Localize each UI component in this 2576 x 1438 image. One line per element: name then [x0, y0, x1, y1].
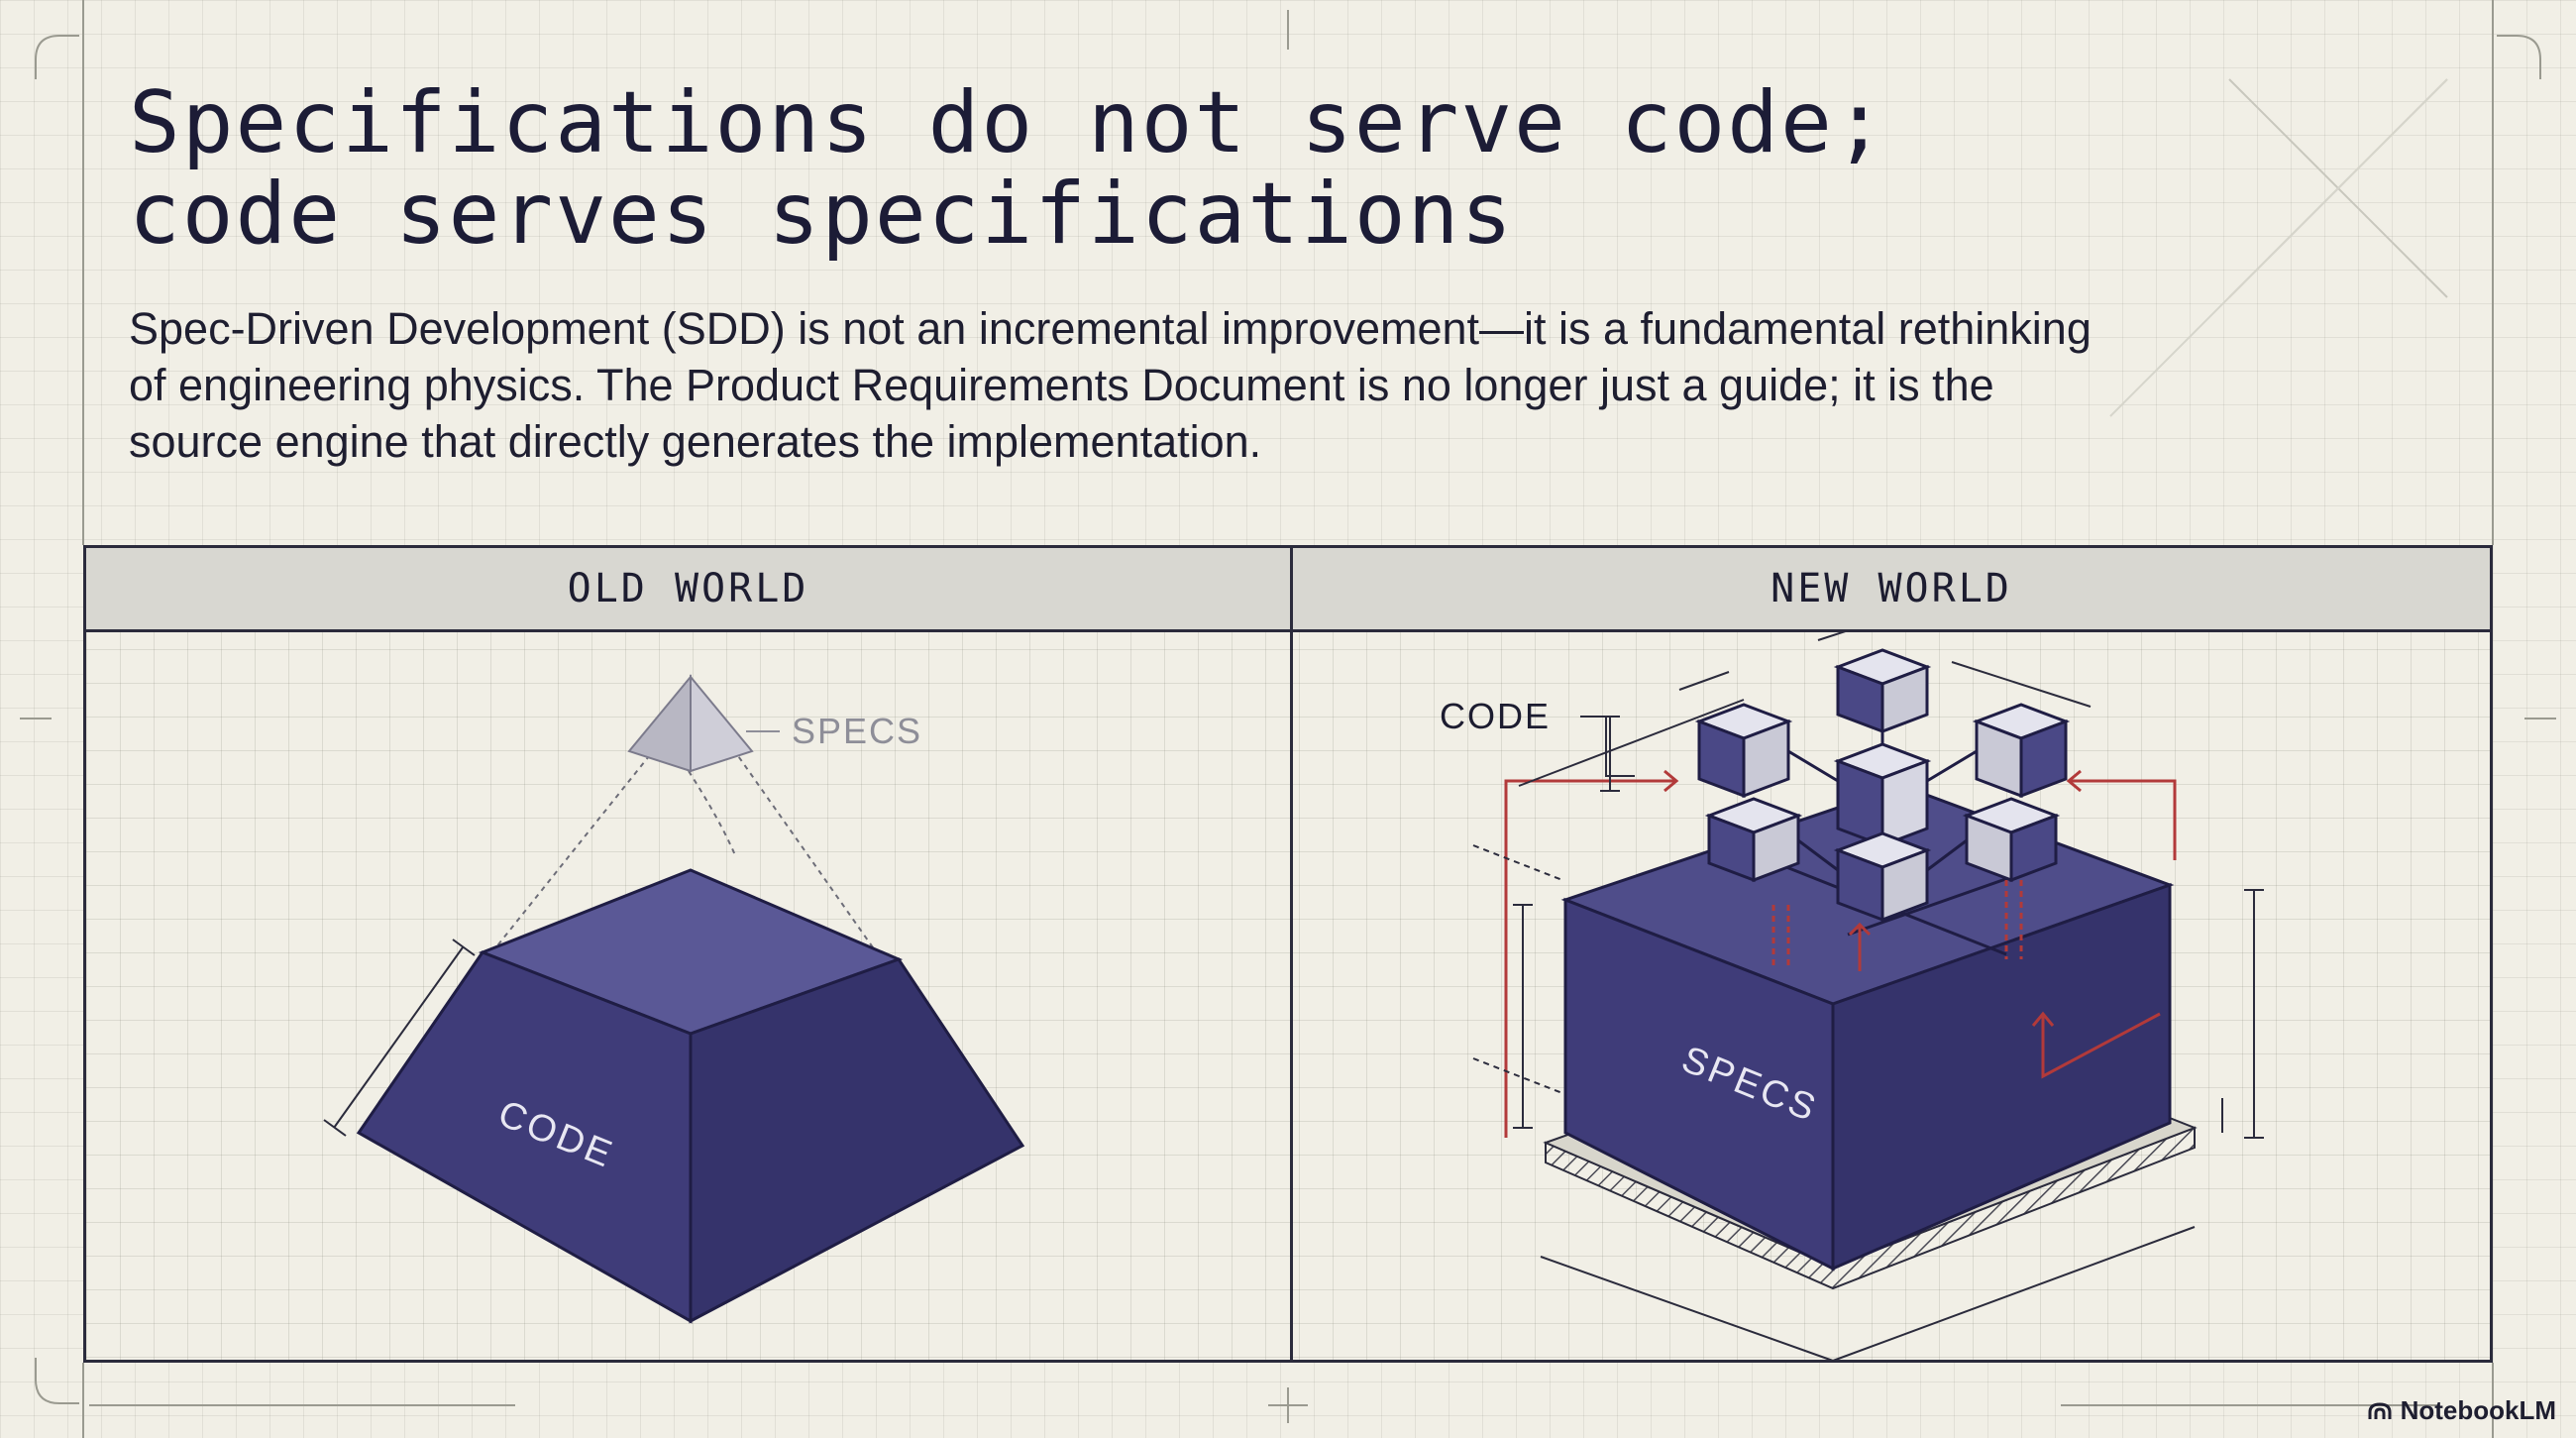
brand-mark: NotebookLM — [2367, 1395, 2556, 1426]
red-flow-arrows — [1504, 769, 2177, 1138]
notebooklm-logo-icon — [2368, 1401, 2392, 1419]
code-cube-cluster — [1694, 648, 2071, 923]
new-world-header: NEW WORLD — [1293, 548, 2490, 632]
brand-name: NotebookLM — [2400, 1395, 2556, 1425]
old-world-header: OLD WORLD — [86, 548, 1290, 632]
page-title: Specifications do not serve code; code s… — [129, 77, 1887, 260]
new-world-panel: NEW WORLD SPECS — [1293, 548, 2490, 1362]
title-line-1: Specifications do not serve code; — [129, 73, 1887, 172]
specs-pyramid — [627, 674, 754, 773]
new-world-illustration: SPECS — [1440, 632, 2264, 1362]
old-world-illustration: SPECS CODE — [323, 674, 1025, 1324]
old-specs-label: SPECS — [792, 711, 922, 751]
old-world-panel: OLD WORLD SPECS — [86, 548, 1293, 1360]
comparison-panels: OLD WORLD SPECS — [83, 545, 2493, 1363]
code-leader-line — [1580, 716, 1635, 777]
new-code-label: CODE — [1440, 696, 1551, 736]
page-subtitle: Spec-Driven Development (SDD) is not an … — [129, 303, 2092, 467]
old-dimension-line — [323, 939, 476, 1137]
code-block — [356, 868, 1025, 1324]
title-line-2: code serves specifications — [129, 165, 1515, 264]
